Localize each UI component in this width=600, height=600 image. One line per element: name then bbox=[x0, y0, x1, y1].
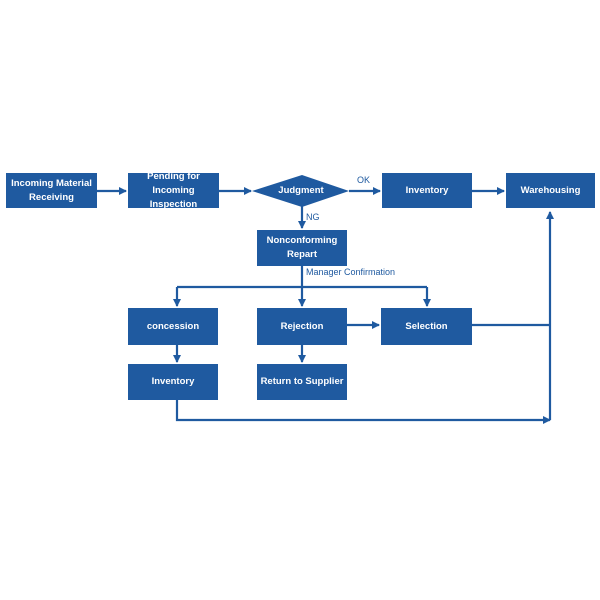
node-incoming-material-receiving: Incoming Material Receiving bbox=[6, 173, 97, 208]
node-rejection: Rejection bbox=[257, 308, 347, 345]
node-judgment: Judgment bbox=[278, 184, 324, 196]
edge-inventory-bottom-loop bbox=[175, 400, 551, 424]
node-return-to-supplier: Return to Supplier bbox=[257, 364, 347, 400]
node-warehousing: Warehousing bbox=[506, 173, 595, 208]
node-nonconforming-report: Nonconforming Repart bbox=[257, 230, 347, 266]
edge-label-ng: NG bbox=[306, 212, 320, 222]
node-inventory-bottom: Inventory bbox=[128, 364, 218, 400]
node-selection: Selection bbox=[381, 308, 472, 345]
node-concession: concession bbox=[128, 308, 218, 345]
node-pending-for-inspection: Pending for Incoming Inspection bbox=[128, 171, 219, 210]
edge-label-manager-confirmation: Manager Confirmation bbox=[306, 267, 396, 277]
edge-label-ok: OK bbox=[357, 175, 371, 185]
judgment-diamond bbox=[252, 175, 349, 207]
node-inventory-top: Inventory bbox=[382, 173, 472, 208]
